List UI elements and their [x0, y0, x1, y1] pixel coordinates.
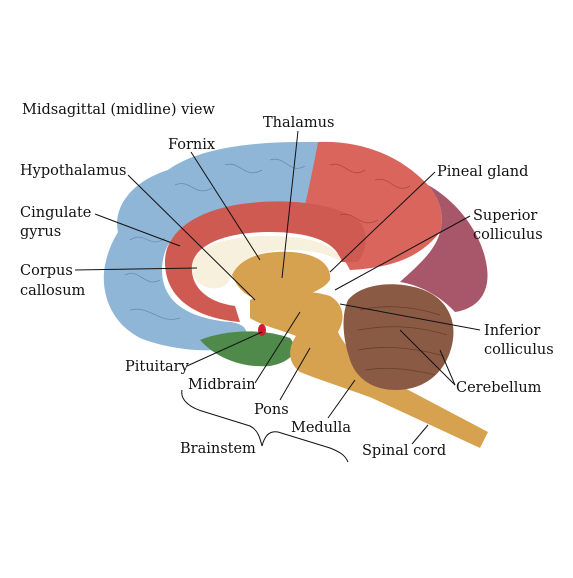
view-title: Midsagittal (midline) view	[22, 102, 216, 118]
thalamus-region	[232, 251, 331, 301]
label-cingulate-line1: Cingulate	[20, 205, 91, 221]
label-superior-line2: colliculus	[473, 227, 543, 243]
parietal-texture	[329, 163, 411, 224]
leader-lines	[74, 130, 481, 463]
temporal-region	[200, 331, 295, 367]
labels: Midsagittal (midline) view Thalamus Forn…	[20, 102, 554, 459]
brainstem-bracket	[181, 389, 349, 463]
label-inferior-line2: colliculus	[484, 342, 554, 358]
leader-cerebellum-1	[399, 329, 456, 386]
label-fornix: Fornix	[168, 137, 215, 153]
gyri-texture	[124, 158, 306, 320]
label-cingulate-line2: gyrus	[20, 224, 61, 240]
label-corpus-line2: callosum	[20, 283, 86, 299]
label-hypothalamus: Hypothalamus	[20, 163, 126, 179]
label-brainstem: Brainstem	[180, 441, 256, 457]
leader-corpus-callosum	[74, 267, 198, 271]
leader-midbrain	[254, 311, 301, 384]
leader-fornix	[190, 151, 261, 261]
label-medulla: Medulla	[291, 420, 351, 436]
label-superior-line1: Superior	[473, 208, 537, 224]
leader-pituitary	[186, 331, 263, 367]
label-pineal-gland: Pineal gland	[437, 164, 528, 180]
brain-illustration	[103, 141, 488, 448]
label-midbrain: Midbrain	[188, 377, 256, 393]
cerebellum-texture	[357, 306, 448, 376]
label-spinal-cord: Spinal cord	[362, 443, 446, 459]
leader-thalamus	[281, 130, 299, 279]
cingulate-gyrus-region	[165, 201, 366, 322]
leader-medulla	[327, 379, 356, 419]
leader-pons	[279, 347, 311, 401]
leader-hypothalamus	[127, 174, 256, 301]
leader-cerebellum-2	[439, 349, 456, 386]
leader-pineal	[329, 171, 436, 273]
leader-superior-colliculus	[334, 215, 471, 291]
leader-spinal-cord	[411, 424, 429, 445]
label-pituitary: Pituitary	[125, 359, 190, 375]
frontal-lobe	[103, 142, 318, 351]
leader-inferior-colliculus	[339, 303, 481, 331]
occipital-lobe	[400, 185, 488, 312]
label-thalamus: Thalamus	[263, 115, 334, 131]
label-inferior-line1: Inferior	[484, 323, 540, 339]
pituitary-region	[258, 324, 266, 336]
leader-cingulate	[94, 213, 181, 247]
label-pons: Pons	[254, 402, 289, 418]
label-cerebellum: Cerebellum	[456, 380, 542, 396]
cerebellum-region	[343, 284, 454, 390]
label-corpus-line1: Corpus	[20, 263, 73, 279]
